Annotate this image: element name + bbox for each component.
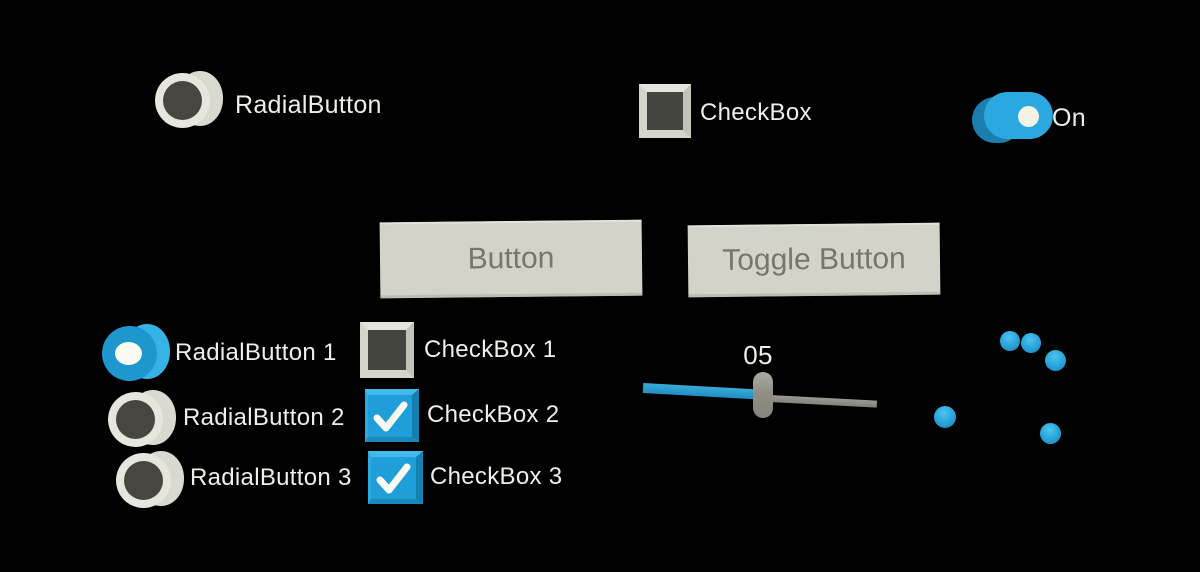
button[interactable]: Button [379,219,643,299]
check-icon [373,401,408,432]
toggle-state-label: On [1052,104,1086,132]
toggle-button-label: Toggle Button [722,242,906,277]
cylinder-face [155,73,210,128]
checkbox-2-label: CheckBox 2 [427,401,560,428]
slider-track-empty[interactable] [769,395,878,408]
checkbox-1-label: CheckBox 1 [424,336,557,363]
checkbox-label: CheckBox [700,99,812,126]
radial-button-icon[interactable] [155,71,225,131]
cylinder-face [102,326,157,381]
checkbox-1-icon[interactable] [360,322,414,378]
sphere-icon[interactable] [1045,350,1066,371]
cylinder-face [108,392,163,447]
slider-value: 05 [743,340,773,370]
cylinder-hole [116,400,155,439]
slider-track-filled[interactable] [642,383,758,400]
sphere-icon[interactable] [1000,331,1020,351]
radial-button-2-label: RadialButton 2 [183,404,345,431]
radial-button-3-label: RadialButton 3 [190,464,352,491]
check-icon [376,463,411,494]
button-label: Button [467,241,555,276]
checkbox-icon[interactable] [639,84,691,138]
radial-button-demo[interactable]: RadialButton [0,0,400,150]
sphere-icon[interactable] [934,406,956,428]
cylinder-face [116,453,171,508]
checkbox-3-icon[interactable] [368,451,423,504]
cylinder-hole [163,81,202,120]
checkbox-group: CheckBox 1 CheckBox 2 CheckBox 3 [350,315,610,525]
sphere-icon[interactable] [1021,333,1041,353]
checkbox-demo[interactable]: CheckBox [600,60,900,160]
radial-button-label: RadialButton [235,91,382,119]
checkbox-3-label: CheckBox 3 [430,463,563,490]
radial-button-group: RadialButton 1 RadialButton 2 RadialButt… [90,315,360,525]
toggle-button[interactable]: Toggle Button [687,222,941,298]
radial-button-2-icon[interactable] [108,390,176,448]
radial-button-1-icon[interactable] [102,324,170,382]
checkbox-2-icon[interactable] [365,389,419,442]
slider[interactable]: 05 [640,340,885,425]
radial-button-3-icon[interactable] [116,451,184,509]
sphere-icon[interactable] [1040,423,1061,444]
radial-button-1-label: RadialButton 1 [175,339,337,366]
toggle-knob[interactable] [1018,106,1039,127]
toggle-switch[interactable] [970,90,1060,146]
slider-knob capsule-icon[interactable] [753,372,773,418]
selected-dot [115,342,142,365]
cylinder-hole [124,461,163,500]
